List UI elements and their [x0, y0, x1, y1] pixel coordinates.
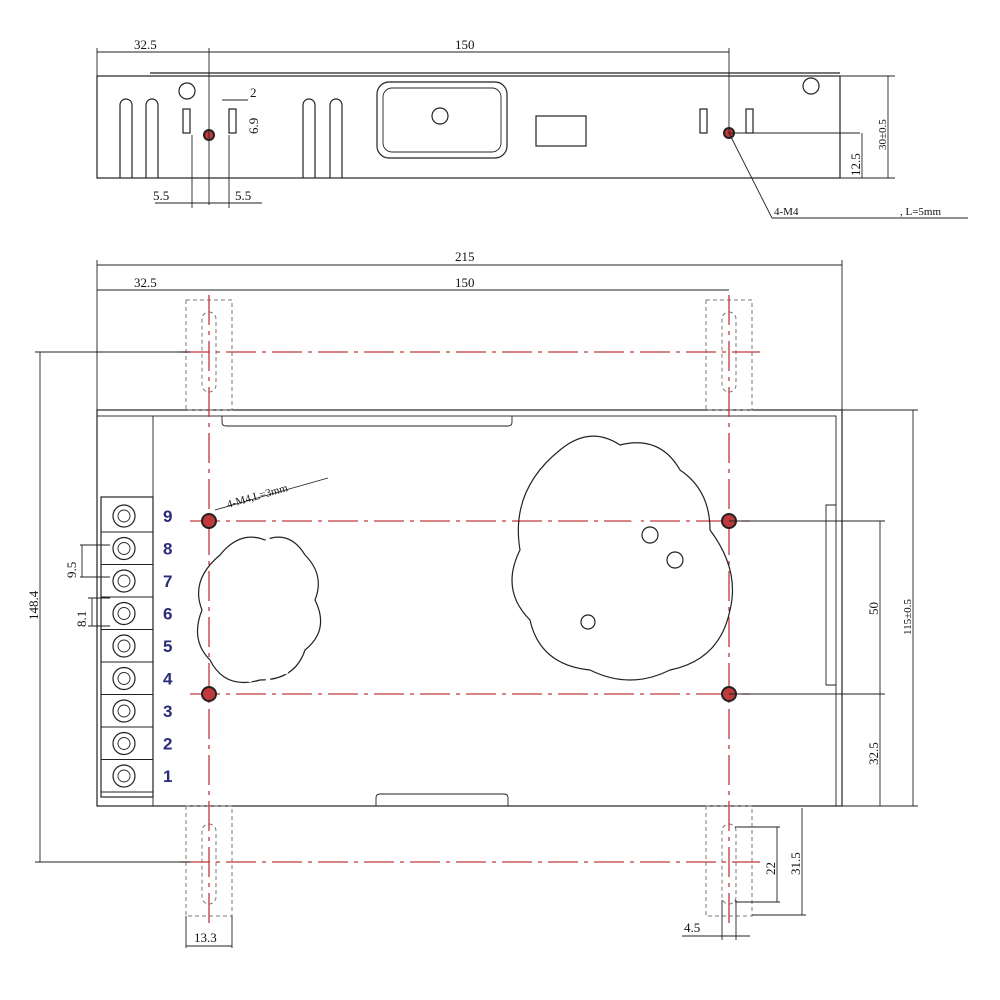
terminal-block: 9 8 7 6 5 4 3 2 1: [101, 504, 173, 793]
terminal-screw-head: [117, 542, 131, 555]
callout-thread: 4-M4: [774, 206, 799, 218]
terminal-screw-head: [117, 639, 131, 653]
terminal-screw-head: [117, 737, 131, 750]
dim-bottom-offset: 32.5: [866, 742, 881, 765]
dim-left-gap: 5.5: [153, 188, 169, 203]
dim-right-gap: 5.5: [235, 188, 251, 203]
dim-bracket-width: 13.3: [194, 930, 217, 945]
dim-hole-height: 12.5: [848, 153, 863, 176]
terminal-screw-icon: [112, 569, 136, 593]
terminal-screw-icon: [112, 764, 136, 788]
terminal-screw-head: [117, 704, 131, 718]
dim-bracket-span: 148.4: [26, 590, 41, 620]
terminal-screw-head: [117, 509, 131, 523]
callout-length: , L=5mm: [900, 206, 941, 218]
terminal-screw-icon: [112, 536, 136, 561]
side-view: 32.5 150 2 6.9 5.5 5.5 12.5 30±0.5 4-M4 …: [96, 37, 968, 219]
terminal-number: 1: [163, 767, 172, 786]
terminal-screw-icon: [112, 666, 136, 691]
dim-hole-span: 150: [455, 37, 475, 52]
dim-terminal-pitch: 9.5: [64, 562, 79, 578]
terminal-screw-head: [117, 574, 131, 588]
terminal-screw-head: [117, 672, 131, 685]
terminal-number: 9: [163, 507, 172, 526]
terminal-number: 8: [163, 540, 172, 559]
dim-terminal-width: 8.1: [74, 611, 89, 627]
terminal-number: 5: [163, 637, 172, 656]
dim-slot-width-bottom: 4.5: [684, 920, 700, 935]
dim-left-offset: 32.5: [134, 37, 157, 52]
dim-hole-span-top: 150: [455, 275, 475, 290]
terminal-number: 4: [163, 670, 173, 689]
terminal-screw-icon: [112, 601, 136, 626]
dim-hole-spacing: 50: [866, 602, 881, 615]
terminal-screw-icon: [112, 731, 136, 756]
terminal-screw-head: [117, 769, 131, 783]
terminal-number: 2: [163, 735, 172, 754]
dim-width: 115±0.5: [902, 599, 914, 635]
dim-slot-height: 6.9: [246, 118, 261, 134]
terminal-number: 7: [163, 572, 172, 591]
terminal-number: 3: [163, 702, 172, 721]
terminal-screw-head: [117, 607, 131, 620]
terminal-screw-icon: [112, 699, 136, 723]
dim-bracket-length: 31.5: [788, 852, 803, 875]
dim-height: 30±0.5: [877, 119, 889, 150]
callout-mounting: 4-M4,L=3mm: [226, 482, 290, 511]
terminal-screw-icon: [112, 634, 136, 658]
dim-left-offset-top: 32.5: [134, 275, 157, 290]
dim-slot-length: 22: [763, 862, 778, 875]
dim-slot-width: 2: [250, 85, 257, 100]
terminal-screw-icon: [112, 504, 136, 528]
terminal-number: 6: [163, 605, 172, 624]
dim-total-length: 215: [455, 249, 475, 264]
